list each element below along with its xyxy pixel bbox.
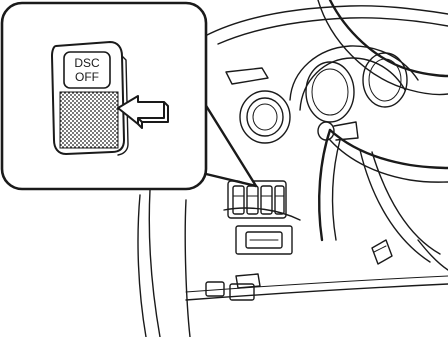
steering-wheel-icon bbox=[318, 0, 448, 262]
lower-trim bbox=[372, 240, 448, 270]
lower-panel bbox=[236, 226, 292, 254]
air-vent bbox=[240, 91, 290, 143]
dsc-off-button: DSC OFF bbox=[52, 42, 128, 155]
button-label-line1: DSC bbox=[74, 56, 100, 70]
dash-slot bbox=[226, 68, 268, 84]
callout-box bbox=[2, 3, 256, 189]
button-label-line2: OFF bbox=[75, 70, 99, 84]
